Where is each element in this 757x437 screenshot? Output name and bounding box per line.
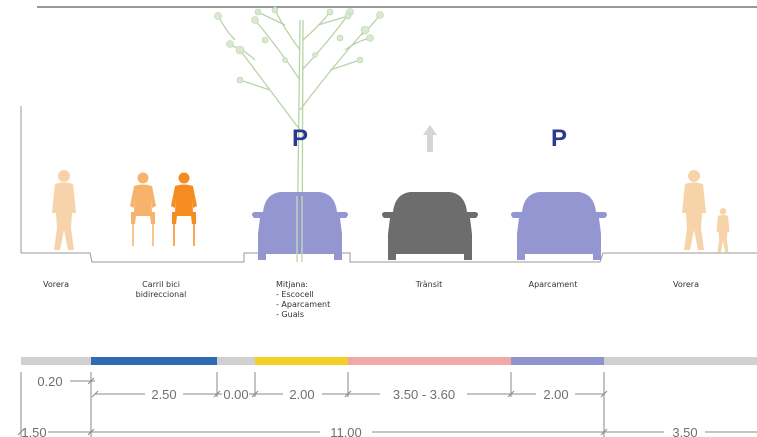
zone-label-aparcament: Aparcament (528, 280, 578, 289)
zone-label-vorera-right: Vorera (673, 280, 699, 289)
cyclist-icon (130, 172, 156, 246)
dim-label: 3.50 - 3.60 (393, 387, 455, 402)
dim-label: 11.00 (330, 425, 362, 437)
zone-label-item: - Guals (276, 310, 304, 319)
zone-label-item: - Escocell (276, 290, 314, 299)
dim-label: 0.00 (223, 387, 248, 402)
car-icon (382, 192, 478, 260)
zone-label-mitjana: Mitjana: - Escocell - Aparcament - Guals (276, 280, 330, 320)
zone-label-item: - Aparcament (276, 300, 331, 309)
parking-sign-icon: P (292, 125, 308, 152)
pedestrian-icon (682, 170, 730, 253)
zone-label-transit: Trànsit (415, 280, 443, 289)
dim-label: 0.20 (37, 374, 62, 389)
zone-label-line: bidireccional (135, 290, 187, 299)
parking-sign-icon: P (551, 125, 567, 152)
zone-label-vorera-left: Vorera (43, 280, 69, 289)
dim-label: 3.50 (672, 425, 697, 437)
up-arrow-icon (423, 125, 437, 152)
dim-label: 2.00 (289, 387, 314, 402)
dim-label: 1.50 (21, 425, 46, 437)
zone-label-line: Carril bici (142, 280, 180, 289)
lane-color-bar (21, 357, 757, 365)
zone-label-carril-bici: Carril bici bidireccional (136, 280, 187, 300)
cyclist-icon (171, 172, 197, 246)
pedestrian-icon (52, 170, 76, 250)
car-icon (252, 192, 348, 260)
dim-label: 2.50 (151, 387, 176, 402)
zone-label-line: Mitjana: (276, 280, 309, 289)
car-icon (511, 192, 607, 260)
dim-label: 2.00 (543, 387, 568, 402)
